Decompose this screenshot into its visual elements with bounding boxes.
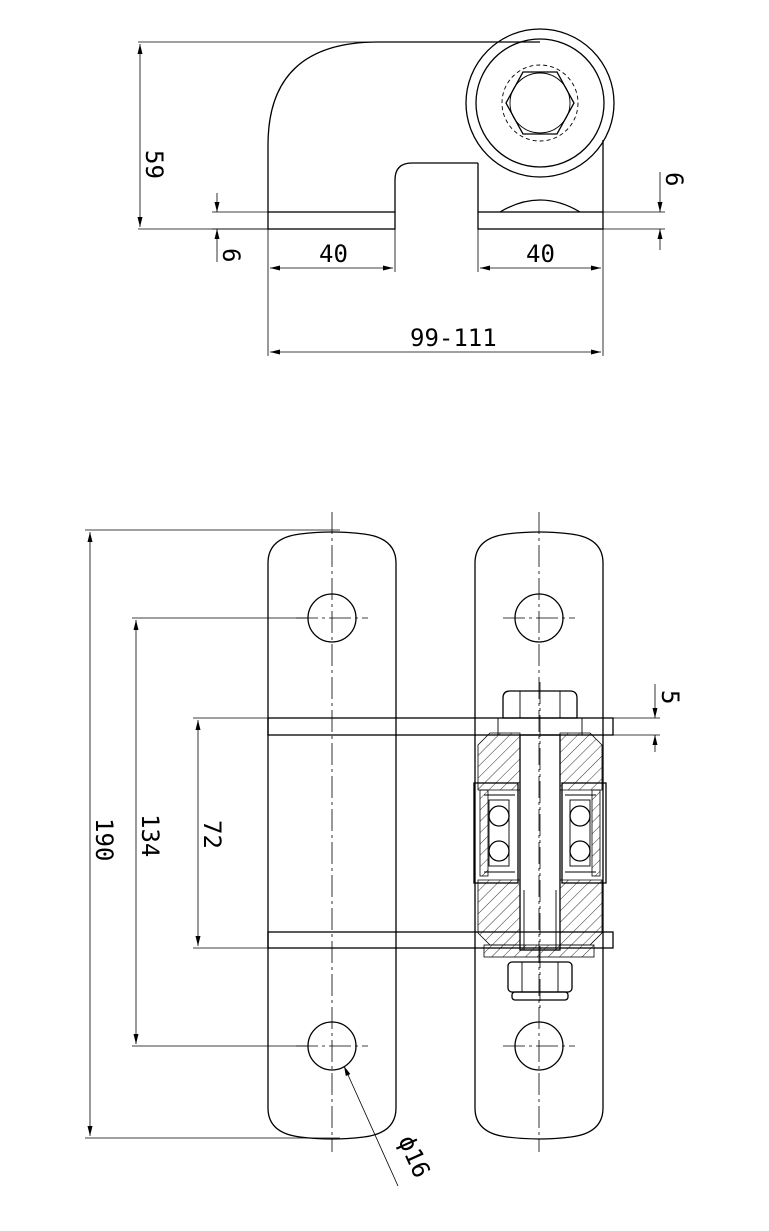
plan-view: 190 134 72 5 ϕ16 xyxy=(85,512,684,1187)
lower-cross-plate xyxy=(267,931,614,949)
side-view: 59 6 6 40 40 99-111 xyxy=(137,28,688,356)
hex-nut xyxy=(505,71,575,135)
dim-hole-diameter: ϕ16 xyxy=(393,1131,436,1182)
left-plate xyxy=(267,211,396,230)
dim-thickness-right: 6 xyxy=(660,172,688,186)
dim-width-right: 40 xyxy=(526,240,555,268)
dim-overall-length: 190 xyxy=(90,818,118,861)
bolt-hidden-circle xyxy=(501,64,579,142)
dim-overall-width: 99-111 xyxy=(410,324,497,352)
dim-gap-5: 5 xyxy=(656,690,684,704)
dim-thickness-left: 6 xyxy=(217,248,245,262)
dim-width-left: 40 xyxy=(319,240,348,268)
upper-cross-plate xyxy=(267,717,614,736)
dim-hole-spacing: 134 xyxy=(136,814,164,857)
bearing-ball xyxy=(488,805,510,827)
dim-plate-spacing: 72 xyxy=(198,820,226,849)
bolt-head xyxy=(502,690,578,719)
housing-section-left xyxy=(477,732,521,791)
left-strap xyxy=(267,531,397,1140)
right-strap xyxy=(474,531,604,1140)
right-plate xyxy=(477,211,604,230)
dim-height-59: 59 xyxy=(140,150,168,179)
bracket-outline xyxy=(267,41,540,212)
housing-outer-circle xyxy=(465,28,615,178)
housing-mid-circle xyxy=(475,38,605,168)
bracket-inner-step xyxy=(394,162,478,212)
